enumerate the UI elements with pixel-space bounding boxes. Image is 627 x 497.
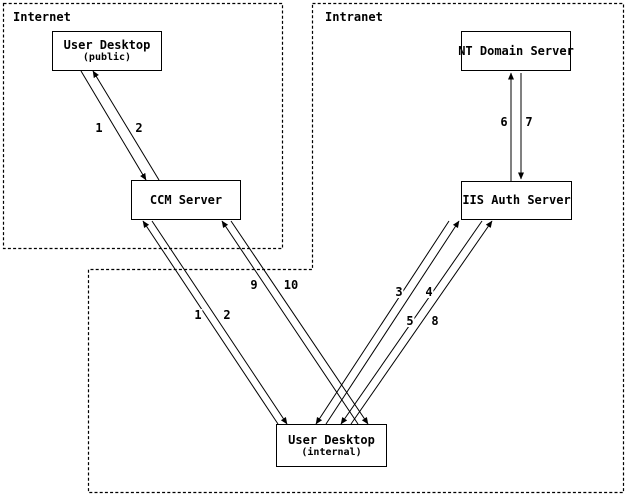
edge-label-3: 3	[394, 285, 404, 299]
node-user-desktop-public: User Desktop (public)	[52, 31, 162, 71]
edge-label-10: 10	[282, 278, 300, 292]
internet-region-border	[2, 2, 284, 250]
edge-line-2-ccm-to-public-desktop	[92, 70, 160, 181]
internet-region-label: Internet	[12, 10, 72, 24]
edge-line-2-ccm-to-internal-desktop	[151, 220, 288, 425]
node-user-desktop-public-subtitle: (public)	[82, 52, 132, 63]
edge-label-9: 9	[249, 278, 259, 292]
node-ccm-server-title: CCM Server	[149, 192, 223, 207]
edge-label-1-internal: 1	[193, 308, 203, 322]
node-user-desktop-internal-title: User Desktop	[288, 432, 375, 447]
edge-line-1-public-desktop-to-ccm	[80, 70, 147, 181]
node-ccm-server: CCM Server	[131, 180, 241, 220]
edge-label-1-public: 1	[94, 121, 104, 135]
edge-line-10-ccm-to-internal-desktop	[230, 220, 369, 425]
edge-label-7: 7	[524, 115, 534, 129]
edge-label-4: 4	[424, 285, 434, 299]
edge-line-4-internal-desktop-to-iis	[325, 220, 460, 425]
edge-label-2-internal: 2	[222, 308, 232, 322]
node-user-desktop-internal: User Desktop (internal)	[276, 424, 387, 467]
intranet-region-label: Intranet	[324, 10, 384, 24]
node-nt-domain-server: NT Domain Server	[458, 31, 574, 71]
intranet-region-border	[87, 2, 625, 494]
edge-line-3-iis-to-internal-desktop	[315, 220, 450, 425]
node-nt-domain-server-title: NT Domain Server	[458, 43, 574, 58]
node-iis-auth-server: IIS Auth Server	[461, 181, 572, 220]
node-user-desktop-internal-subtitle: (internal)	[301, 446, 362, 458]
edge-line-8-internal-desktop-to-iis	[350, 220, 493, 425]
edge-label-8: 8	[430, 314, 440, 328]
edge-line-1-internal-desktop-to-ccm	[142, 220, 279, 425]
edge-label-5: 5	[405, 314, 415, 328]
edge-label-2-public: 2	[134, 121, 144, 135]
node-iis-auth-server-title: IIS Auth Server	[462, 193, 571, 207]
edge-label-6: 6	[499, 115, 509, 129]
edge-line-9-internal-desktop-to-ccm	[221, 220, 359, 425]
node-user-desktop-public-title: User Desktop	[63, 38, 151, 52]
